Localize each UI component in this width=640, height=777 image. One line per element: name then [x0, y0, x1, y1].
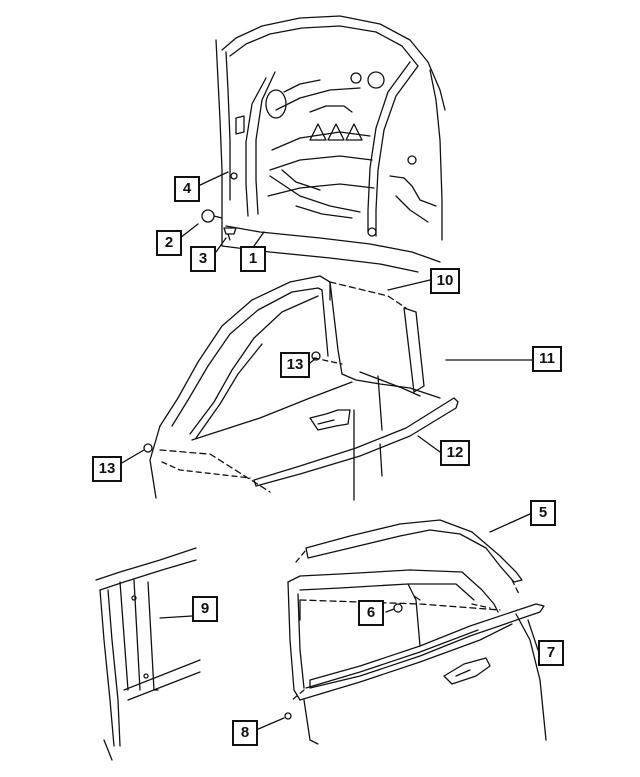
callout-11: 11 — [532, 346, 562, 372]
callout-3: 3 — [190, 246, 216, 272]
callout-7: 7 — [538, 640, 564, 666]
body-side-aperture — [215, 15, 446, 273]
callout-13-upper: 13 — [280, 352, 310, 378]
callout-5: 5 — [530, 500, 556, 526]
callout-12: 12 — [440, 440, 470, 466]
rear-door-assembly — [287, 519, 547, 745]
clip-fastener — [223, 227, 237, 241]
callout-4: 4 — [174, 176, 200, 202]
b-pillar-applique — [95, 547, 201, 761]
callout-13-lower: 13 — [92, 456, 122, 482]
front-door-assembly — [149, 275, 459, 501]
callout-2: 2 — [156, 230, 182, 256]
fastener-6 — [393, 603, 403, 613]
callout-6: 6 — [358, 600, 384, 626]
callout-8: 8 — [232, 720, 258, 746]
callout-9: 9 — [192, 596, 218, 622]
push-pin-fastener — [201, 209, 223, 223]
callout-10: 10 — [430, 268, 460, 294]
fastener-8 — [284, 712, 292, 720]
callout-1: 1 — [240, 246, 266, 272]
fastener-13-upper — [311, 351, 321, 361]
fastener-13-lower — [143, 443, 153, 453]
